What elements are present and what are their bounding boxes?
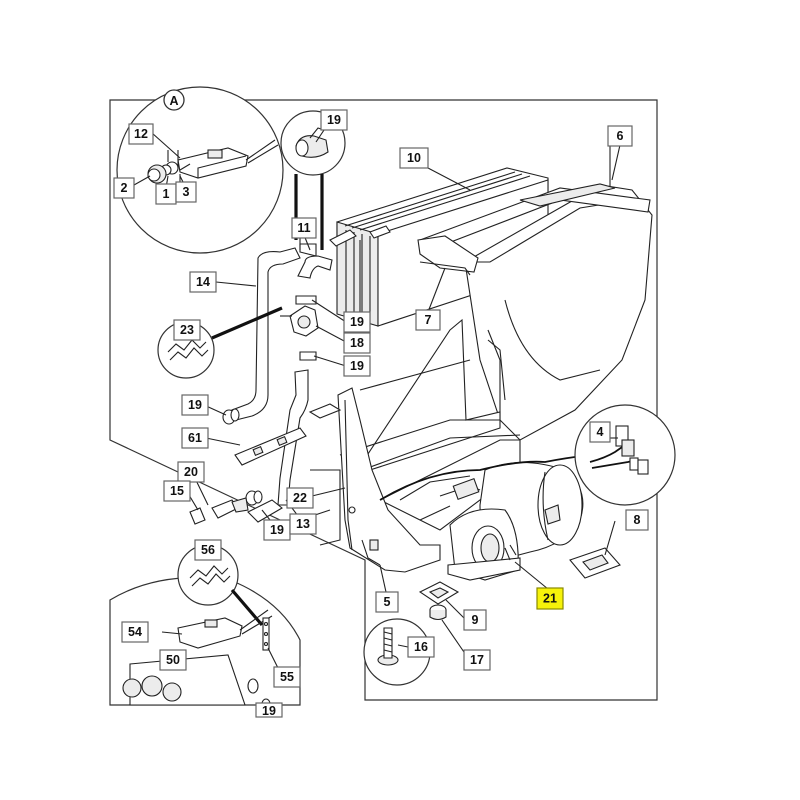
seal-plate [418, 581, 460, 605]
svg-text:19: 19 [270, 523, 284, 537]
label-18: 18 [343, 332, 371, 354]
label-14: 14 [189, 271, 217, 293]
svg-text:22: 22 [293, 491, 307, 505]
screw-detail-circle [363, 618, 431, 686]
grommet [429, 604, 447, 621]
svg-text:19: 19 [350, 359, 364, 373]
svg-text:14: 14 [196, 275, 210, 289]
mounting-bracket [234, 427, 307, 466]
svg-text:13: 13 [296, 517, 310, 531]
svg-text:55: 55 [280, 670, 294, 684]
svg-text:5: 5 [384, 595, 391, 609]
svg-text:16: 16 [414, 640, 428, 654]
svg-text:11: 11 [297, 221, 310, 235]
svg-text:7: 7 [425, 313, 432, 327]
label-11: 11 [291, 217, 317, 239]
svg-text:8: 8 [634, 513, 641, 527]
svg-text:19: 19 [262, 704, 276, 718]
svg-text:19: 19 [188, 398, 202, 412]
svg-text:3: 3 [183, 185, 190, 199]
svg-text:21: 21 [543, 592, 557, 606]
label-19-d: 19 [181, 394, 209, 416]
label-12: 12 [128, 123, 154, 145]
label-15: 15 [163, 480, 191, 502]
blower-assembly [447, 461, 584, 581]
label-20: 20 [177, 461, 205, 483]
connector-detail-circle [574, 404, 676, 506]
detail-a-circle [116, 86, 284, 254]
label-16: 16 [407, 636, 435, 658]
diagram-frame [109, 99, 658, 701]
leader-lines [133, 132, 621, 673]
label-8: 8 [625, 509, 649, 531]
label-19-c: 19 [343, 355, 371, 377]
label-22: 22 [286, 487, 314, 509]
label-7: 7 [415, 309, 441, 331]
label-10: 10 [399, 147, 429, 169]
label-1: 1 [155, 183, 177, 205]
label-5: 5 [375, 591, 399, 613]
label-21: 21 [536, 587, 564, 610]
side-bracket [337, 387, 441, 573]
svg-text:12: 12 [134, 127, 148, 141]
label-61: 61 [181, 427, 209, 449]
svg-text:19: 19 [350, 315, 364, 329]
svg-text:61: 61 [188, 431, 202, 445]
label-19-b: 19 [343, 311, 371, 333]
svg-text:15: 15 [170, 484, 184, 498]
view-marker-a: A [163, 89, 185, 111]
label-17: 17 [463, 649, 491, 671]
view-marker-a-text: A [169, 94, 178, 108]
label-19-top: 19 [320, 109, 348, 131]
lower-housing [339, 318, 521, 531]
svg-text:4: 4 [597, 425, 604, 439]
water-valve [280, 295, 319, 361]
label-4: 4 [589, 421, 611, 443]
svg-text:18: 18 [350, 336, 364, 350]
svg-text:50: 50 [166, 653, 180, 667]
svg-text:19: 19 [327, 113, 341, 127]
svg-text:9: 9 [472, 613, 479, 627]
svg-text:54: 54 [128, 625, 142, 639]
label-2: 2 [113, 177, 135, 199]
gasket [569, 547, 621, 579]
hose-clips [222, 408, 263, 506]
pipe-connector [189, 497, 249, 525]
label-3: 3 [175, 181, 197, 203]
label-54: 54 [121, 621, 149, 643]
svg-text:17: 17 [470, 653, 484, 667]
label-6: 6 [607, 125, 633, 147]
label-19-e: 19 [263, 519, 291, 541]
label-50: 50 [159, 649, 187, 671]
svg-text:1: 1 [163, 187, 170, 201]
lower-left-detail-circle [109, 544, 301, 710]
label-13: 13 [289, 513, 317, 535]
duct-flap [417, 235, 479, 276]
svg-text:6: 6 [617, 129, 624, 143]
svg-text:20: 20 [184, 465, 198, 479]
motor-wiring [379, 454, 591, 521]
svg-text:23: 23 [180, 323, 194, 337]
label-19-f: 19 [255, 702, 283, 718]
hoses [231, 230, 333, 523]
svg-text:56: 56 [201, 543, 215, 557]
label-55: 55 [273, 666, 301, 688]
label-9: 9 [463, 609, 487, 631]
label-23: 23 [173, 319, 201, 341]
svg-text:2: 2 [121, 181, 128, 195]
svg-text:10: 10 [407, 151, 421, 165]
label-56: 56 [194, 539, 222, 561]
